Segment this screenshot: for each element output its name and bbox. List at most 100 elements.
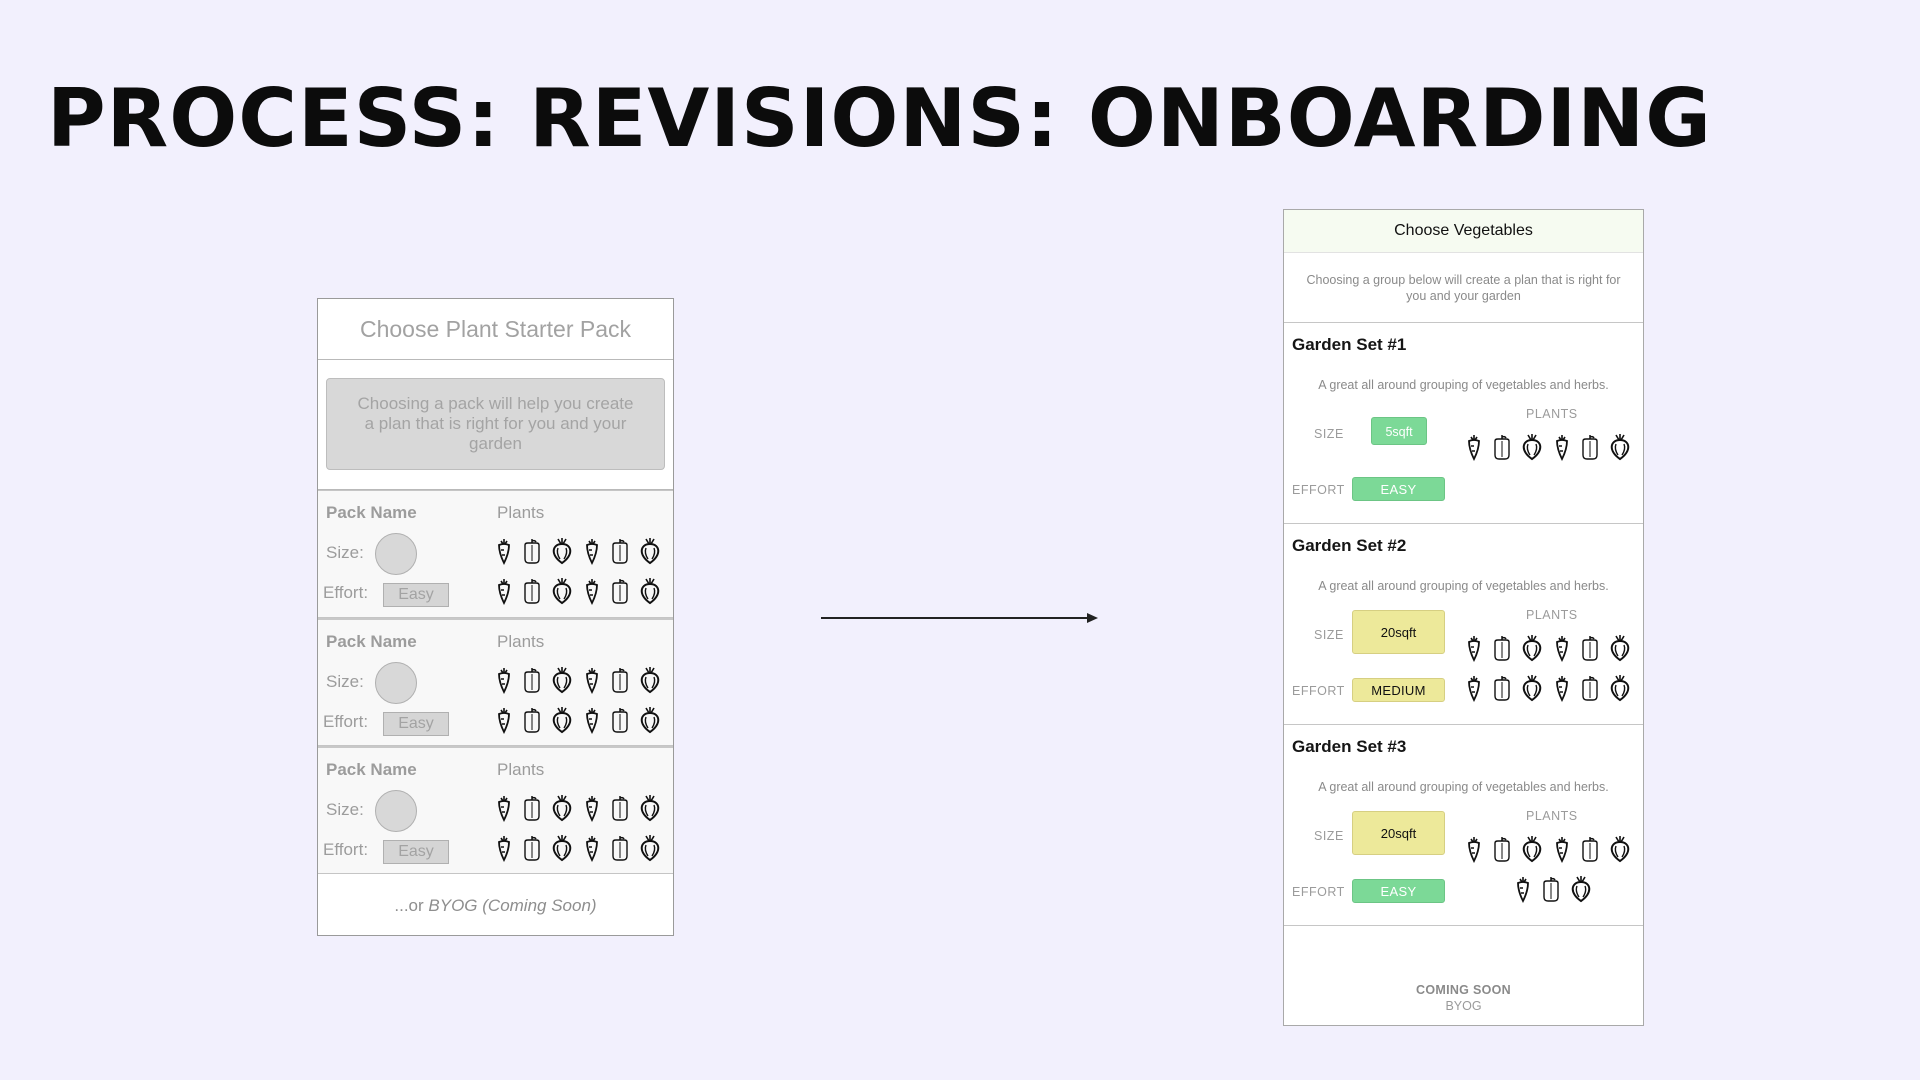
carrot-icon <box>492 577 516 605</box>
pepper-icon <box>1490 674 1514 702</box>
size-label: Size: <box>326 672 364 691</box>
pepper-icon <box>1578 835 1602 863</box>
pepper-icon <box>520 706 544 734</box>
plant-icons-row <box>492 577 664 605</box>
coming-soon-label: COMING SOON <box>1416 983 1511 997</box>
beet-icon <box>1606 674 1634 702</box>
beet-icon <box>548 706 576 734</box>
plant-icons-row <box>492 666 664 694</box>
carrot-icon <box>580 666 604 694</box>
pepper-icon <box>608 537 632 565</box>
pepper-icon <box>1539 875 1563 903</box>
effort-label: EFFORT <box>1292 885 1345 899</box>
beet-icon <box>1518 835 1546 863</box>
pack-card[interactable]: Pack Name Plants Size: Effort: Easy <box>318 490 673 618</box>
carrot-icon <box>492 666 516 694</box>
beet-icon <box>548 537 576 565</box>
carrot-icon <box>492 794 516 822</box>
carrot-icon <box>1550 634 1574 662</box>
pack-card[interactable]: Pack Name Plants Size: Effort: Easy <box>318 746 673 874</box>
beet-icon <box>1518 433 1546 461</box>
effort-badge: Easy <box>383 583 449 607</box>
beet-icon <box>548 834 576 862</box>
garden-set-desc: A great all around grouping of vegetable… <box>1318 780 1609 794</box>
size-label: SIZE <box>1314 628 1344 642</box>
plant-icons-row <box>1462 433 1634 461</box>
plants-label: PLANTS <box>1526 407 1578 421</box>
carrot-icon <box>580 834 604 862</box>
plant-icons-row <box>1462 634 1634 662</box>
arrow-head-icon <box>1087 613 1098 623</box>
carrot-icon <box>492 706 516 734</box>
garden-set-title: Garden Set #2 <box>1292 536 1407 555</box>
beet-icon <box>548 577 576 605</box>
old-wireframe-screen: Choose Plant Starter Pack Choosing a pac… <box>317 298 674 936</box>
size-circle <box>375 662 417 704</box>
carrot-icon <box>1462 433 1486 461</box>
size-badge: 20sqft <box>1352 811 1445 855</box>
garden-set-desc: A great all around grouping of vegetable… <box>1318 579 1609 593</box>
plants-label: PLANTS <box>1526 608 1578 622</box>
effort-badge: Easy <box>383 712 449 736</box>
carrot-icon <box>580 794 604 822</box>
new-intro-text: Choosing a group below will create a pla… <box>1284 253 1643 323</box>
garden-set-card[interactable]: Garden Set #2 A great all around groupin… <box>1284 524 1643 725</box>
garden-set-card[interactable]: Garden Set #3 A great all around groupin… <box>1284 725 1643 926</box>
pepper-icon <box>608 706 632 734</box>
size-label: Size: <box>326 543 364 562</box>
garden-set-desc: A great all around grouping of vegetable… <box>1318 378 1609 392</box>
carrot-icon <box>1462 835 1486 863</box>
beet-icon <box>1518 674 1546 702</box>
effort-label: EFFORT <box>1292 684 1345 698</box>
pack-name: Pack Name <box>326 632 417 651</box>
effort-label: Effort: <box>323 583 369 602</box>
beet-icon <box>636 537 664 565</box>
size-label: SIZE <box>1314 427 1344 441</box>
effort-badge: MEDIUM <box>1352 678 1445 702</box>
plants-label: Plants <box>497 632 545 651</box>
byog-coming-soon[interactable]: COMING SOON BYOG <box>1284 983 1643 1013</box>
pepper-icon <box>520 794 544 822</box>
garden-set-card[interactable]: Garden Set #1 A great all around groupin… <box>1284 323 1643 524</box>
plant-icons-row <box>492 794 664 822</box>
pepper-icon <box>1578 634 1602 662</box>
pack-card[interactable]: Pack Name Plants Size: Effort: Easy <box>318 618 673 746</box>
pepper-icon <box>1578 674 1602 702</box>
plant-icons-row <box>1511 875 1595 903</box>
arrow-line <box>821 617 1087 619</box>
effort-badge: Easy <box>383 840 449 864</box>
pepper-icon <box>520 834 544 862</box>
plants-label: PLANTS <box>1526 809 1578 823</box>
pepper-icon <box>520 537 544 565</box>
beet-icon <box>1606 634 1634 662</box>
byog-link[interactable]: ...or BYOG (Coming Soon) <box>318 877 673 935</box>
garden-set-title: Garden Set #1 <box>1292 335 1407 354</box>
size-badge: 5sqft <box>1371 417 1427 445</box>
beet-icon <box>636 666 664 694</box>
pepper-icon <box>520 577 544 605</box>
pepper-icon <box>1490 835 1514 863</box>
plants-label: Plants <box>497 503 545 522</box>
pepper-icon <box>608 577 632 605</box>
beet-icon <box>548 666 576 694</box>
pack-name: Pack Name <box>326 503 417 522</box>
effort-badge: EASY <box>1352 879 1445 903</box>
new-screen-title: Choose Vegetables <box>1284 210 1643 253</box>
effort-badge: EASY <box>1352 477 1445 501</box>
pepper-icon <box>1490 433 1514 461</box>
byog-coming-soon: BYOG (Coming Soon) <box>428 896 597 915</box>
plants-label: Plants <box>497 760 545 779</box>
size-circle <box>375 533 417 575</box>
garden-set-title: Garden Set #3 <box>1292 737 1407 756</box>
pack-name: Pack Name <box>326 760 417 779</box>
beet-icon <box>1606 433 1634 461</box>
beet-icon <box>636 706 664 734</box>
carrot-icon <box>1462 634 1486 662</box>
beet-icon <box>548 794 576 822</box>
pepper-icon <box>608 666 632 694</box>
beet-icon <box>636 834 664 862</box>
old-intro-text: Choosing a pack will help you create a p… <box>326 378 665 470</box>
beet-icon <box>1567 875 1595 903</box>
carrot-icon <box>1511 875 1535 903</box>
effort-label: Effort: <box>323 840 369 859</box>
